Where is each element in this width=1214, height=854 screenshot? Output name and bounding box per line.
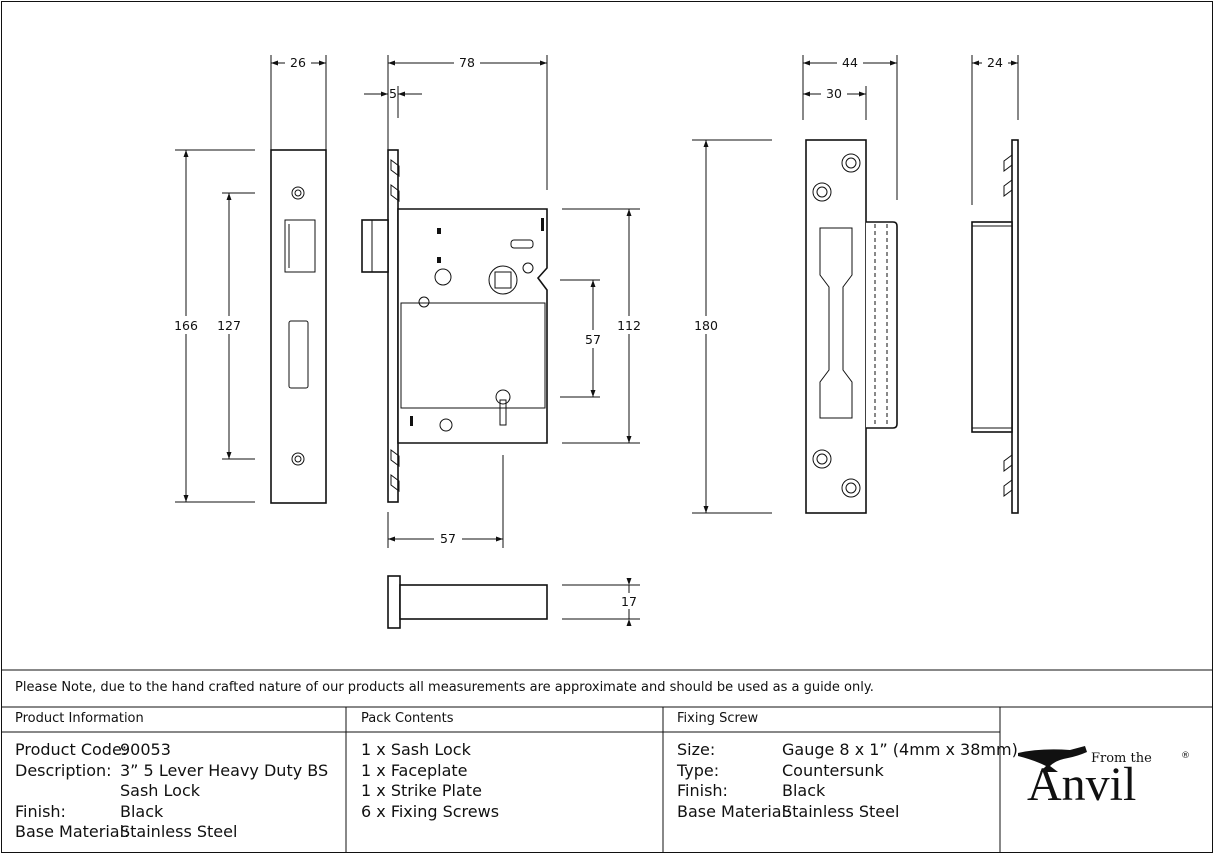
dim-body-depth: 78 xyxy=(459,55,475,70)
row-value: Stainless Steel xyxy=(782,801,900,821)
pack-item: 1 x Sash Lock xyxy=(361,740,471,759)
row-label: Description: xyxy=(15,760,112,780)
row-value: Countersunk xyxy=(782,760,884,780)
pack-item: 1 x Faceplate xyxy=(361,760,468,780)
logo-small-text: From the xyxy=(1091,751,1152,766)
row-value: Black xyxy=(782,781,826,800)
row-label: Finish: xyxy=(677,781,728,800)
fixing-screw-title: Fixing Screw xyxy=(677,711,759,726)
disclaimer-note: Please Note, due to the hand crafted nat… xyxy=(15,680,874,695)
anvil-logo: From the Anvil ® xyxy=(1018,746,1190,811)
dim-bolt-thickness: 17 xyxy=(621,594,637,609)
row-value: 3” 5 Lever Heavy Duty BS xyxy=(120,760,329,780)
strike-side-view xyxy=(971,139,1019,514)
dim-strike-height: 180 xyxy=(694,318,718,333)
row-value: 90053 xyxy=(120,740,171,759)
row-value: Sash Lock xyxy=(120,781,201,800)
dim-strike-inner: 30 xyxy=(826,86,842,101)
product-info-title: Product Information xyxy=(15,711,144,726)
row-label: Base Material: xyxy=(15,822,130,841)
pack-contents-title: Pack Contents xyxy=(361,711,454,726)
logo-registered-mark: ® xyxy=(1181,751,1190,761)
faceplate-view xyxy=(270,149,327,504)
row-value: Black xyxy=(120,801,164,821)
row-label: Product Code: xyxy=(15,740,128,759)
pack-item: 6 x Fixing Screws xyxy=(361,801,500,821)
dim-faceplate-width: 26 xyxy=(290,55,306,70)
row-value: Gauge 8 x 1” (4mm x 38mm) xyxy=(782,740,1018,759)
dim-faceplate-height: 166 xyxy=(174,318,198,333)
dim-backset: 57 xyxy=(440,531,456,546)
row-label: Base Material: xyxy=(677,801,792,821)
logo-big-text: Anvil xyxy=(1027,758,1136,811)
pack-item: 1 x Strike Plate xyxy=(361,781,482,800)
dim-case-height: 112 xyxy=(617,318,641,333)
bolt-view xyxy=(387,575,548,629)
row-label: Size: xyxy=(677,740,716,759)
dim-forend-offset: 5 xyxy=(389,86,397,101)
strike-plate-view xyxy=(805,139,898,514)
dim-strike-depth: 24 xyxy=(987,55,1003,70)
row-value: Stainless Steel xyxy=(120,822,238,841)
dim-strike-width: 44 xyxy=(842,55,858,70)
dimension-arrowheads xyxy=(183,60,1018,626)
row-label: Type: xyxy=(677,760,720,780)
lock-body-view xyxy=(361,149,548,503)
dim-follower-to-keyhole: 57 xyxy=(585,332,601,347)
dim-fixing-centres: 127 xyxy=(217,318,241,333)
row-label: Finish: xyxy=(15,801,66,821)
